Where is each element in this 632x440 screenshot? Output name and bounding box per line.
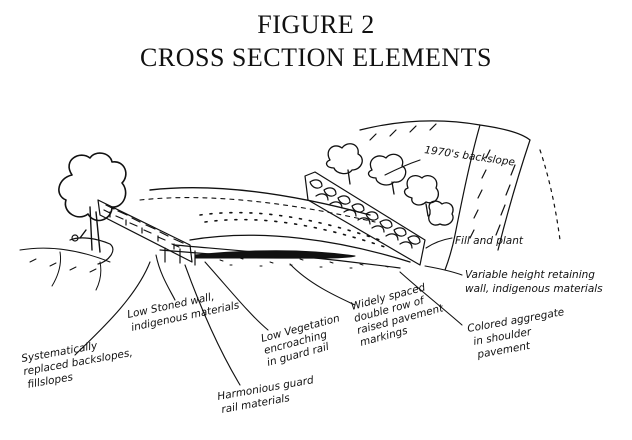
left-slope <box>19 247 111 291</box>
left-stone-wall <box>97 199 193 263</box>
label-retaining-wall-2: wall, indigenous materials <box>465 283 603 295</box>
shrubs <box>325 143 454 226</box>
backslope <box>359 120 561 271</box>
guard-rail <box>159 247 211 266</box>
label-fill-and-plant: Fill and plant <box>455 235 524 247</box>
figure-subtitle: CROSS SECTION ELEMENTS <box>140 43 492 72</box>
leader-lines <box>74 159 463 386</box>
annotation-labels: 1970's backslope Fill and plant Variable… <box>20 144 603 416</box>
label-retaining-wall-1: Variable height retaining <box>465 269 595 281</box>
retaining-wall <box>304 171 426 266</box>
figure-title: FIGURE 2 <box>257 10 375 39</box>
road-surface <box>139 187 411 269</box>
